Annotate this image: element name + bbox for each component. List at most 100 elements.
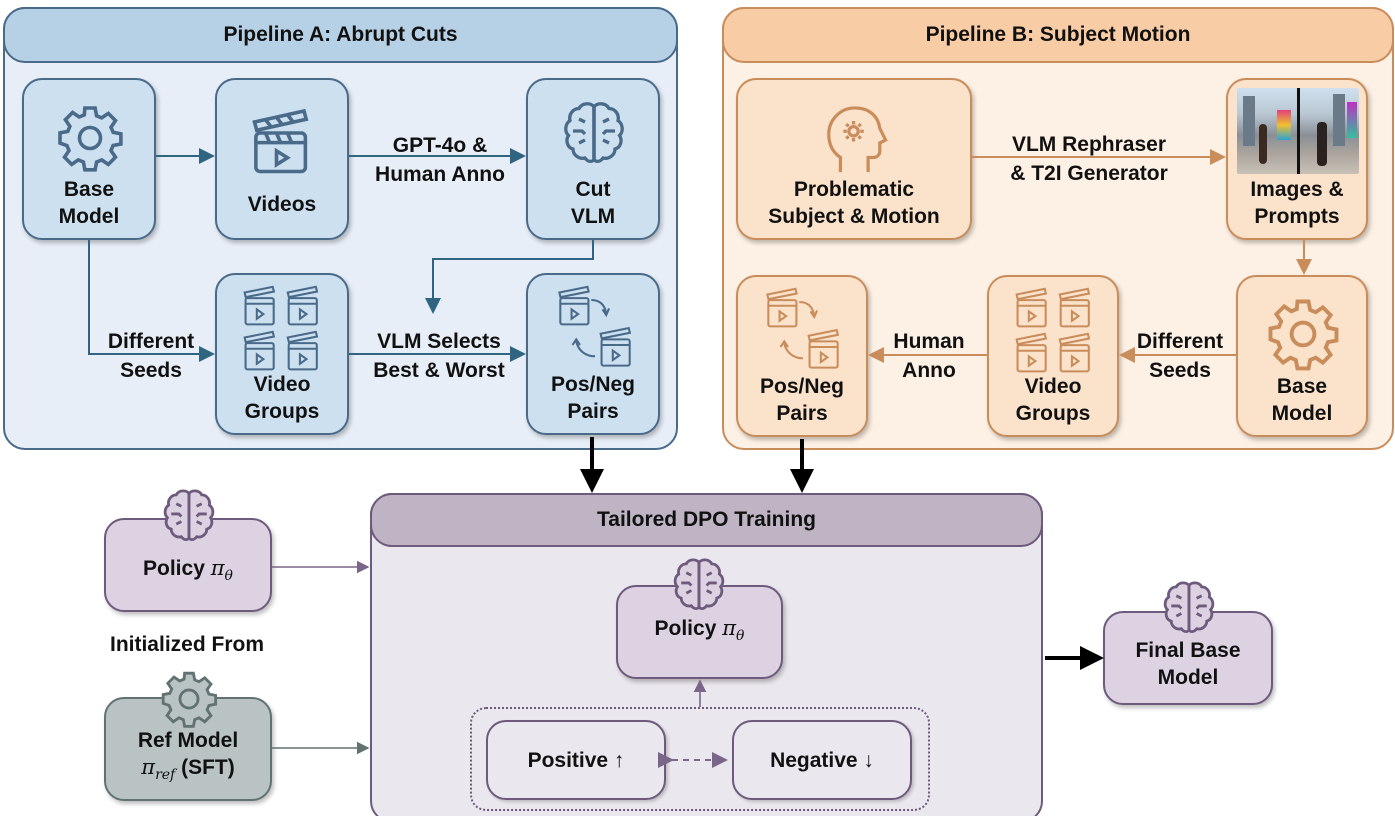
theta-subscript: θ [224,567,233,584]
brain-icon [163,489,215,542]
arrow-vlm-to-select [425,240,594,314]
edge-label-line2: & T2I Generator [1010,162,1168,185]
clapperboard-icon [252,108,309,174]
pipeline-b-base-model: Base Model [1236,275,1368,437]
edge-label-vlm-selects: VLM Selects Best & Worst [358,327,520,385]
pipeline-a-header: Pipeline A: Abrupt Cuts [3,7,678,63]
node-label-line1: Base [1276,375,1328,398]
node-label-line1: Images & [1250,178,1344,201]
edge-label-line2: Seeds [120,359,182,382]
edge-label-line1: VLM Selects [377,330,501,353]
pipeline-b-header: Pipeline B: Subject Motion [722,7,1394,63]
edge-label-line2: Human Anno [375,163,505,186]
node-label-line1: Base [63,178,115,201]
edge-label-line2: Seeds [1149,359,1211,382]
node-label-line1: Problematic [793,178,915,201]
edge-label-human-anno: Human Anno [874,327,984,385]
theta-subscript: θ [736,627,745,644]
node-label-line2: Subject & Motion [768,205,940,228]
node-label: Videos [247,193,317,216]
gear-icon [1268,299,1339,371]
arrow-base-to-groups [88,240,215,362]
pair-swap-icon [558,285,631,367]
gear-icon [58,106,123,172]
pipeline-a-pos-neg-pairs: Pos/Neg Pairs [526,273,660,435]
ref-symbol-line: πref (SFT) [141,754,234,789]
video-group-icon [243,285,319,371]
billboard-left [1277,110,1291,140]
node-label-line2: VLM [570,205,616,228]
generated-image-thumbnail [1237,88,1359,174]
gear-icon [161,671,218,728]
policy-init-node: Policy πθ [104,518,272,612]
sft-label: (SFT) [181,756,235,779]
edge-label-line1: Different [107,330,195,353]
pipeline-b-pos-neg-pairs: Pos/Neg Pairs [736,275,868,437]
pipeline-b-problematic: Problematic Subject & Motion [736,78,972,240]
brain-icon [673,558,725,611]
initialized-from-label: Initialized From [109,633,264,656]
edge-label-line1: VLM Rephraser [1011,133,1167,156]
brain-icon [564,102,624,164]
pipeline-a-cut-vlm: Cut VLM [526,78,660,240]
pair-group-dotted [470,707,930,811]
edge-label-line2: Best & Worst [373,359,505,382]
node-label-line2: Prompts [1254,205,1340,228]
pi-symbol: π [141,755,156,779]
negative-box: Negative ↓ [732,720,912,800]
negative-label: Negative ↓ [770,748,874,772]
ref-model-node: Ref Model πref (SFT) [104,697,272,801]
policy-text: Policy [143,556,205,580]
node-label-line2: Groups [1015,402,1091,425]
training-title: Tailored DPO Training [597,508,816,531]
node-label-line2: Model [1271,402,1333,425]
runner-left [1259,124,1267,164]
pipeline-b-title: Pipeline B: Subject Motion [925,23,1191,46]
node-label-line2: Model [58,205,120,228]
node-label-line2: Model [1157,666,1219,689]
pi-symbol: π [722,615,737,640]
ref-model-label: Ref Model [137,729,239,752]
node-label-line1: Video [253,373,311,396]
positive-label: Positive ↑ [527,748,625,772]
building-right [1333,94,1345,146]
pipeline-b-images-prompts: Images & Prompts [1226,78,1368,240]
pipeline-b-video-groups: Video Groups [987,275,1119,437]
edge-label-different-seeds-b: Different Seeds [1124,327,1236,385]
node-label-line1: Video [1024,375,1082,398]
image-divider [1297,88,1300,174]
edge-label-line2: Anno [902,359,956,382]
pipeline-a-title: Pipeline A: Abrupt Cuts [223,23,458,46]
video-group-icon [1015,287,1091,373]
training-header: Tailored DPO Training [370,493,1043,547]
edge-label-line1: Different [1136,330,1224,353]
pipeline-a-videos: Videos [215,78,349,240]
edge-label-rephraser: VLM Rephraser & T2I Generator [974,130,1204,188]
runner-right [1317,122,1327,166]
positive-box: Positive ↑ [486,720,666,800]
edge-label-gpt4o: GPT-4o & Human Anno [360,131,520,189]
pair-swap-icon [766,287,839,369]
node-label-line1: Final Base [1135,639,1241,662]
building-left [1243,96,1255,146]
pipeline-a-base-model: Base Model [22,78,156,240]
node-label-line1: Cut [575,178,611,201]
node-label-line2: Pairs [776,402,828,425]
edge-label-different-seeds-a: Different Seeds [95,327,207,385]
billboard-right [1347,102,1357,138]
ref-subscript: ref [155,767,176,783]
pipeline-a-video-groups: Video Groups [215,273,349,435]
node-label-line2: Groups [244,400,320,423]
head-gear-icon [827,106,888,173]
edge-label-line1: Human [893,330,965,353]
pi-symbol: π [210,555,225,580]
policy-label: Policy πθ [143,555,233,590]
node-label-line2: Pairs [567,400,619,423]
brain-icon [1163,581,1215,634]
node-label-line1: Pos/Neg [759,375,845,398]
edge-label-line1: GPT-4o & [392,134,488,157]
policy-label: Policy πθ [655,615,745,650]
node-label-line1: Pos/Neg [550,373,636,396]
policy-text: Policy [654,616,717,640]
